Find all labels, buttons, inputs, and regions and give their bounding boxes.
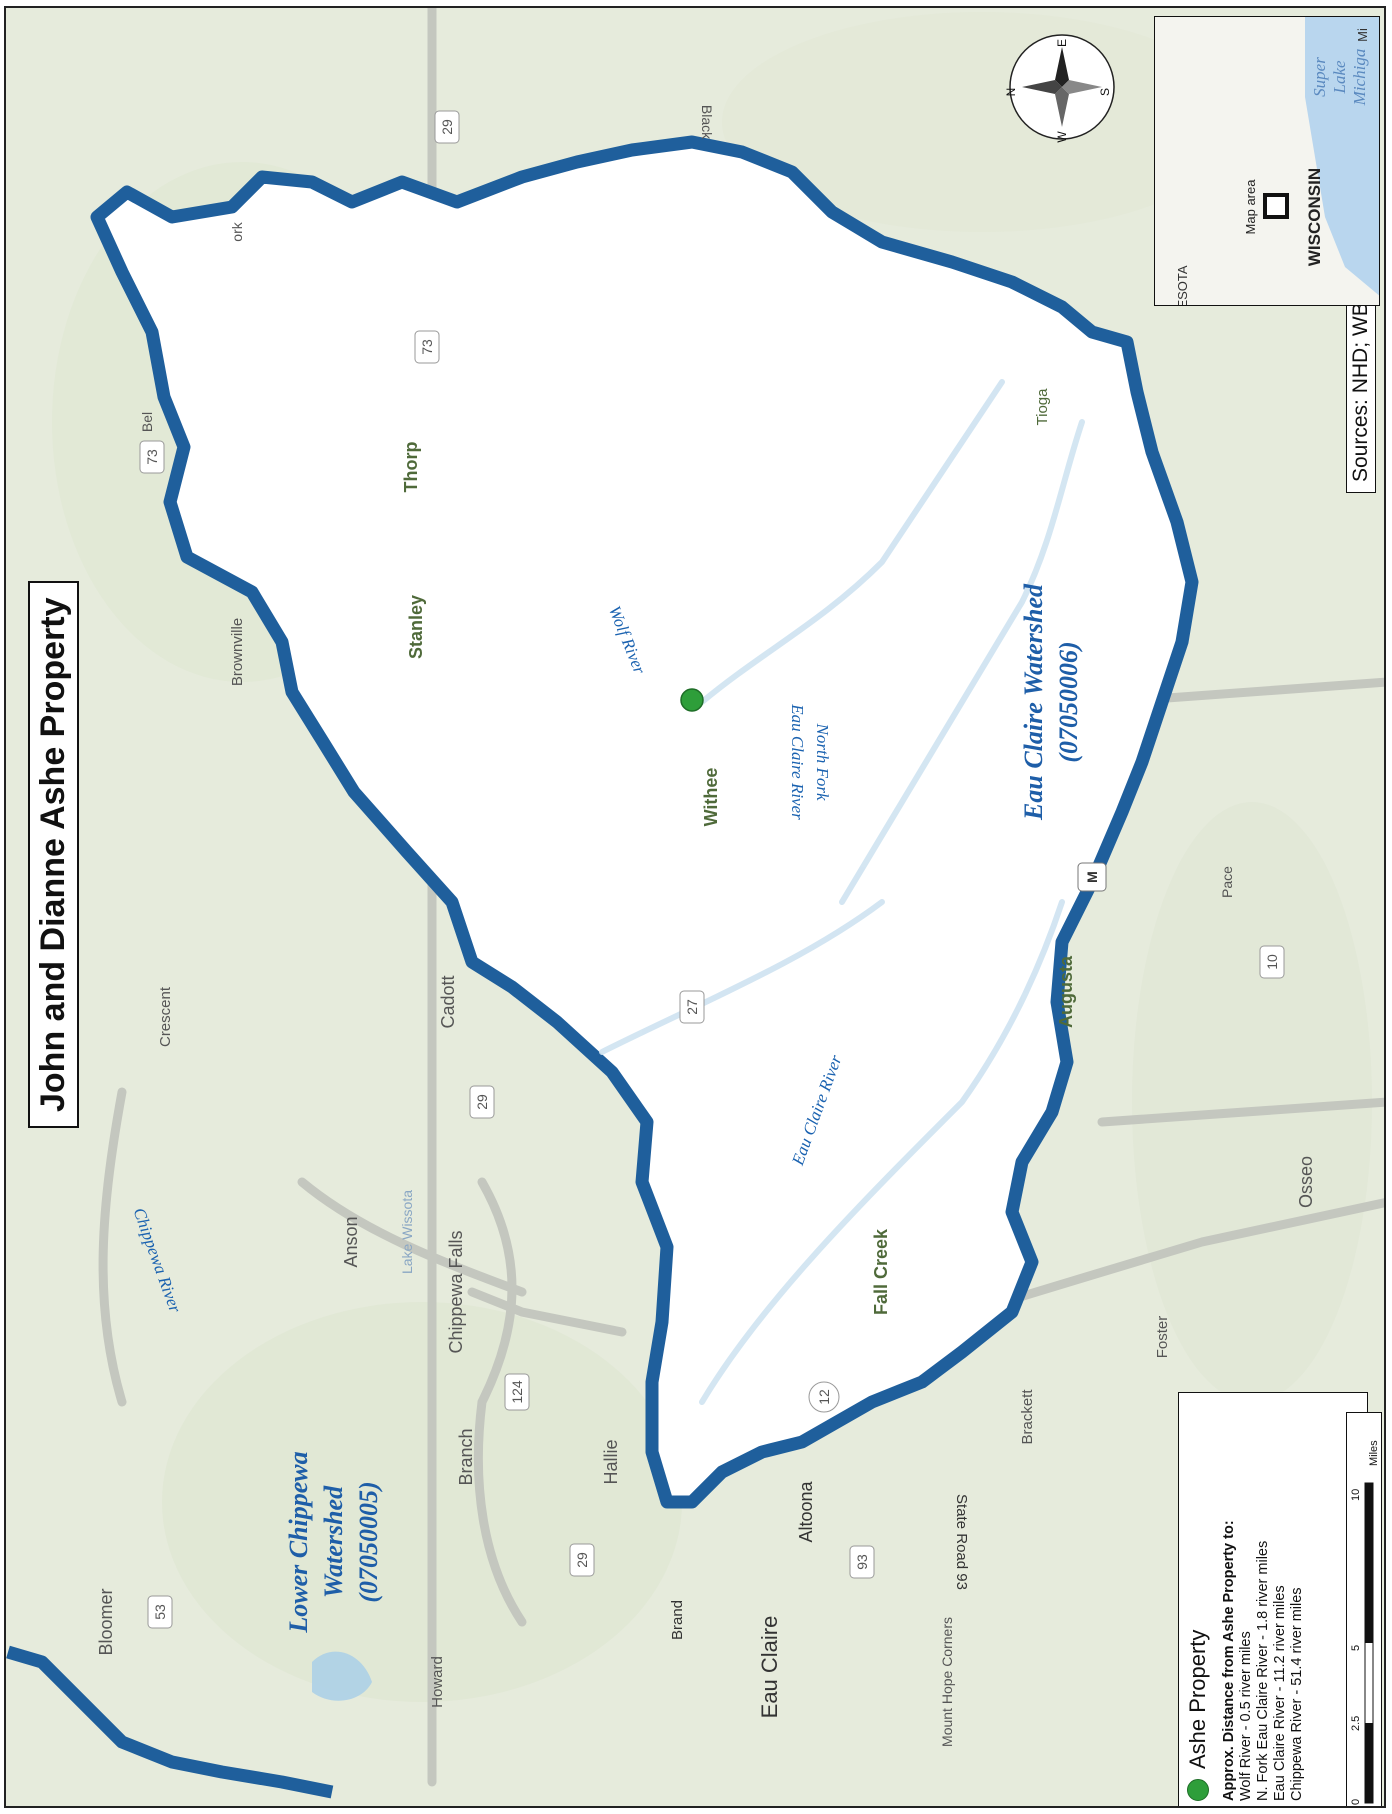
compass-e: E (1055, 39, 1069, 47)
eau-claire-watershed-code: (07050006) (1054, 641, 1083, 762)
place-eau-claire: Eau Claire (757, 1616, 782, 1719)
svg-text:53: 53 (152, 1604, 168, 1620)
place-ork: ork (229, 221, 245, 241)
ashe-property-marker[interactable] (680, 688, 704, 712)
svg-text:Michiga: Michiga (1350, 49, 1369, 107)
label-north-fork-1: North Fork (813, 723, 832, 801)
place-bel: Bel (139, 412, 155, 432)
route-shields: 29 73 73 27 29 124 29 53 12 93 10 M (139, 110, 1285, 1629)
label-north-fork-2: Eau Claire River (788, 703, 807, 820)
svg-text:29: 29 (474, 1094, 490, 1110)
green-dot-icon (1187, 1779, 1209, 1801)
place-brownville: Brownville (229, 618, 246, 686)
place-state-road-93: State Road 93 (953, 1494, 970, 1590)
place-fall-creek: Fall Creek (871, 1228, 891, 1315)
svg-text:Mi: Mi (1355, 28, 1370, 42)
place-anson: Anson (341, 1216, 361, 1267)
place-brand: Brand (669, 1600, 686, 1640)
lower-chippewa-line1: Lower Chippewa (284, 1451, 313, 1633)
svg-text:27: 27 (684, 999, 700, 1015)
sources-note: Sources: NHD; WBD (1346, 276, 1376, 493)
place-stanley: Stanley (406, 595, 426, 659)
svg-text:73: 73 (144, 449, 160, 465)
svg-text:0: 0 (1350, 1799, 1362, 1805)
map-canvas: 29 73 73 27 29 124 29 53 12 93 10 M Brow… (6, 8, 1384, 1806)
inset-map: Super Lake Michiga Mi WISCONSIN Map area… (1154, 16, 1380, 306)
place-bloomer: Bloomer (96, 1588, 116, 1655)
place-pace: Pace (1219, 866, 1235, 898)
place-howard: Howard (429, 1656, 446, 1708)
place-hallie: Hallie (601, 1439, 621, 1484)
lower-chippewa-boundary (6, 1645, 334, 1799)
eau-claire-watershed-boundary (90, 135, 1199, 1509)
svg-text:124: 124 (509, 1380, 525, 1404)
compass-w: W (1055, 131, 1069, 143)
inset-map-area-box (1263, 193, 1289, 219)
place-lake-wissota: Lake Wissota (399, 1190, 415, 1274)
shield-29-top: 29 (439, 119, 455, 135)
place-augusta: Augusta (1056, 955, 1076, 1028)
svg-text:10: 10 (1264, 954, 1280, 970)
place-black: Black (699, 105, 715, 140)
svg-text:5: 5 (1350, 1645, 1362, 1651)
legend-ashe-property: Ashe Property (1185, 1403, 1211, 1801)
scale-bar: 0 2.5 5 10 Miles (1346, 1412, 1382, 1806)
place-cadott: Cadott (438, 975, 458, 1028)
place-withee: Withee (701, 768, 721, 827)
inset-lakes (1305, 17, 1379, 296)
svg-text:Map area: Map area (1243, 179, 1258, 235)
svg-text:Super: Super (1310, 57, 1329, 97)
place-osseo: Osseo (1296, 1156, 1316, 1208)
distance-table: Approx. Distance from Ashe Property to: … (1221, 1520, 1305, 1801)
place-labels: Brownville Stanley Thorp Withee Tioga Au… (96, 105, 1316, 1747)
place-foster: Foster (1154, 1316, 1171, 1359)
place-brackett: Brackett (1019, 1389, 1036, 1445)
svg-text:M: M (1084, 871, 1100, 883)
inner-streams (599, 379, 1085, 1405)
legend: Ashe Property Approx. Distance from Ashe… (1178, 1392, 1368, 1806)
svg-text:10: 10 (1350, 1489, 1362, 1501)
place-chippewa-falls: Chippewa Falls (446, 1230, 466, 1353)
svg-text:73: 73 (419, 339, 435, 355)
place-mount-hope-corners: Mount Hope Corners (939, 1617, 955, 1747)
compass-rose: N S E W (1004, 34, 1115, 143)
compass-n: N (1004, 88, 1018, 97)
map-title: John and Dianne Ashe Property (28, 581, 79, 1128)
map-frame: 29 73 73 27 29 124 29 53 12 93 10 M Brow… (4, 6, 1386, 1808)
svg-text:Miles: Miles (1368, 1440, 1380, 1466)
lower-chippewa-code: (07050005) (354, 1481, 383, 1602)
place-crescent: Crescent (157, 986, 174, 1047)
place-branch: Branch (456, 1428, 476, 1485)
svg-text:2.5: 2.5 (1350, 1716, 1362, 1731)
svg-text:ESOTA: ESOTA (1175, 265, 1190, 306)
svg-text:29: 29 (574, 1552, 590, 1568)
eau-claire-watershed-name: Eau Claire Watershed (1019, 583, 1048, 821)
water (312, 1651, 372, 1701)
svg-text:12: 12 (816, 1389, 832, 1405)
compass-s: S (1098, 88, 1112, 96)
watershed-labels: Eau Claire Watershed (07050006) Lower Ch… (284, 583, 1083, 1634)
place-tioga: Tioga (1034, 388, 1051, 426)
place-altoona: Altoona (796, 1480, 816, 1542)
svg-text:WISCONSIN: WISCONSIN (1305, 168, 1324, 266)
lower-chippewa-line2: Watershed (319, 1485, 348, 1598)
svg-text:93: 93 (854, 1554, 870, 1570)
place-thorp: Thorp (401, 442, 421, 493)
svg-text:Lake: Lake (1330, 60, 1349, 95)
